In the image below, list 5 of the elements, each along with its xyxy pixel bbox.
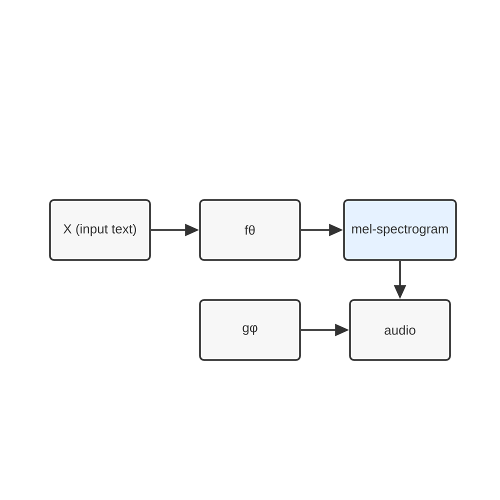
process-box: audio: [349, 299, 451, 361]
process-box: fθ: [199, 199, 301, 261]
process-box: gφ: [199, 299, 301, 361]
process-box: X (input text): [49, 199, 151, 261]
process-box: mel-spectrogram: [343, 199, 457, 261]
